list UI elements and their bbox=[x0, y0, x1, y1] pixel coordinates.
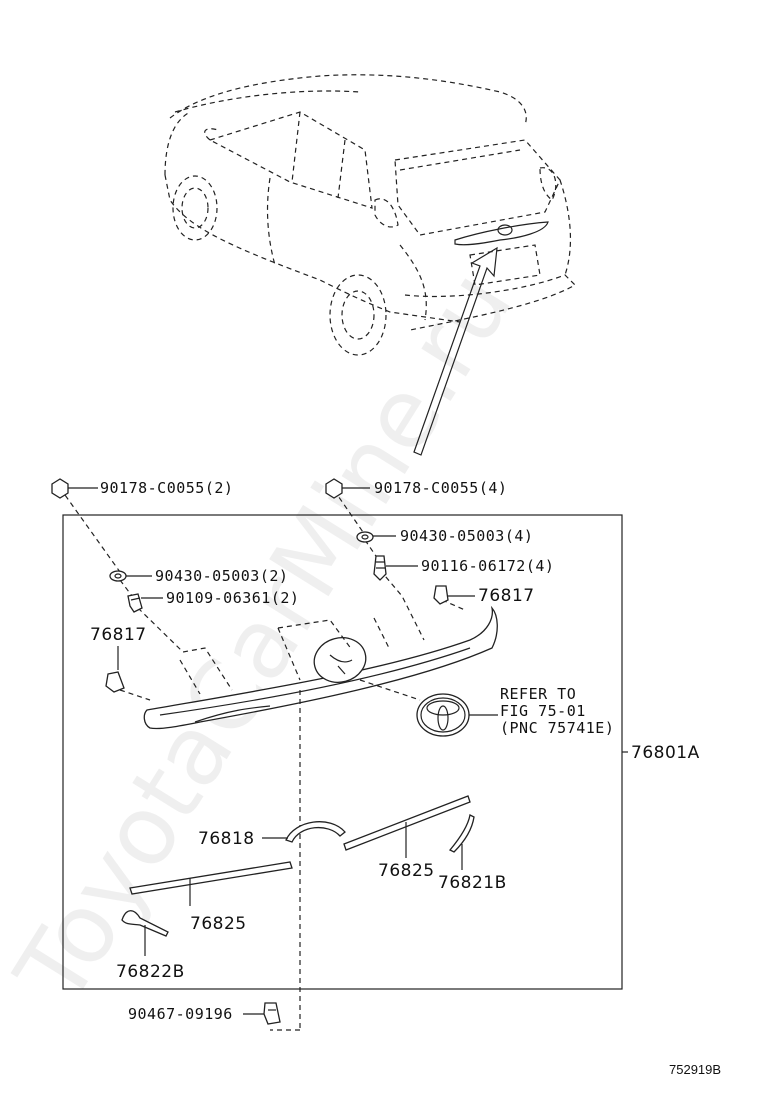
label-nut-right: 90178-C0055(4) bbox=[374, 479, 507, 497]
pointer-arrow bbox=[413, 246, 498, 456]
molding-right-icon bbox=[343, 795, 471, 851]
label-screw-left: 90109-06361(2) bbox=[166, 589, 299, 607]
label-nut-left: 90178-C0055(2) bbox=[100, 479, 233, 497]
molding-left-icon bbox=[129, 861, 293, 895]
figure-code: 752919B bbox=[669, 1062, 721, 1077]
back-door-garnish bbox=[143, 605, 498, 730]
label-assembly: 76801A bbox=[631, 743, 700, 763]
label-refer-1: REFER TO bbox=[500, 685, 576, 703]
part-labels: 90178-C0055(2) 90178-C0055(4) 90430-0500… bbox=[90, 479, 721, 1077]
car-illustration bbox=[164, 74, 576, 356]
label-washer-left: 90430-05003(2) bbox=[155, 567, 288, 585]
label-pad-left: 76822B bbox=[116, 962, 185, 982]
pad-right-icon bbox=[448, 814, 475, 853]
label-molding-left: 76825 bbox=[190, 914, 247, 934]
clip-bottom-icon bbox=[263, 1002, 281, 1025]
label-screw-right: 90116-06172(4) bbox=[421, 557, 554, 575]
pad-center-icon bbox=[285, 821, 346, 843]
label-pad-right: 76821B bbox=[438, 873, 507, 893]
label-clip-bottom: 90467-09196 bbox=[128, 1005, 233, 1023]
label-molding-right: 76825 bbox=[378, 861, 435, 881]
moldings bbox=[121, 795, 475, 937]
watermark: ToyotaCarMine.ru bbox=[0, 252, 534, 1023]
nut-right-icon bbox=[325, 478, 343, 499]
attachment-lines bbox=[59, 487, 466, 1031]
nut-left-icon bbox=[51, 478, 69, 499]
screw-left-icon bbox=[127, 593, 143, 613]
label-clip-right: 76817 bbox=[478, 586, 535, 606]
label-refer-2: FIG 75-01 bbox=[500, 702, 586, 720]
clip-left-icon bbox=[105, 671, 125, 693]
leader-lines bbox=[68, 487, 628, 1015]
fasteners bbox=[51, 478, 449, 1025]
washer-right-icon bbox=[356, 531, 374, 543]
label-pad-center: 76818 bbox=[198, 829, 255, 849]
label-clip-left: 76817 bbox=[90, 625, 147, 645]
clip-right-icon bbox=[433, 585, 449, 605]
label-washer-right: 90430-05003(4) bbox=[400, 527, 533, 545]
toyota-emblem-icon bbox=[416, 693, 470, 737]
label-refer-3: (PNC 75741E) bbox=[500, 719, 614, 737]
pad-left-icon bbox=[121, 910, 169, 937]
washer-left-icon bbox=[109, 570, 127, 582]
